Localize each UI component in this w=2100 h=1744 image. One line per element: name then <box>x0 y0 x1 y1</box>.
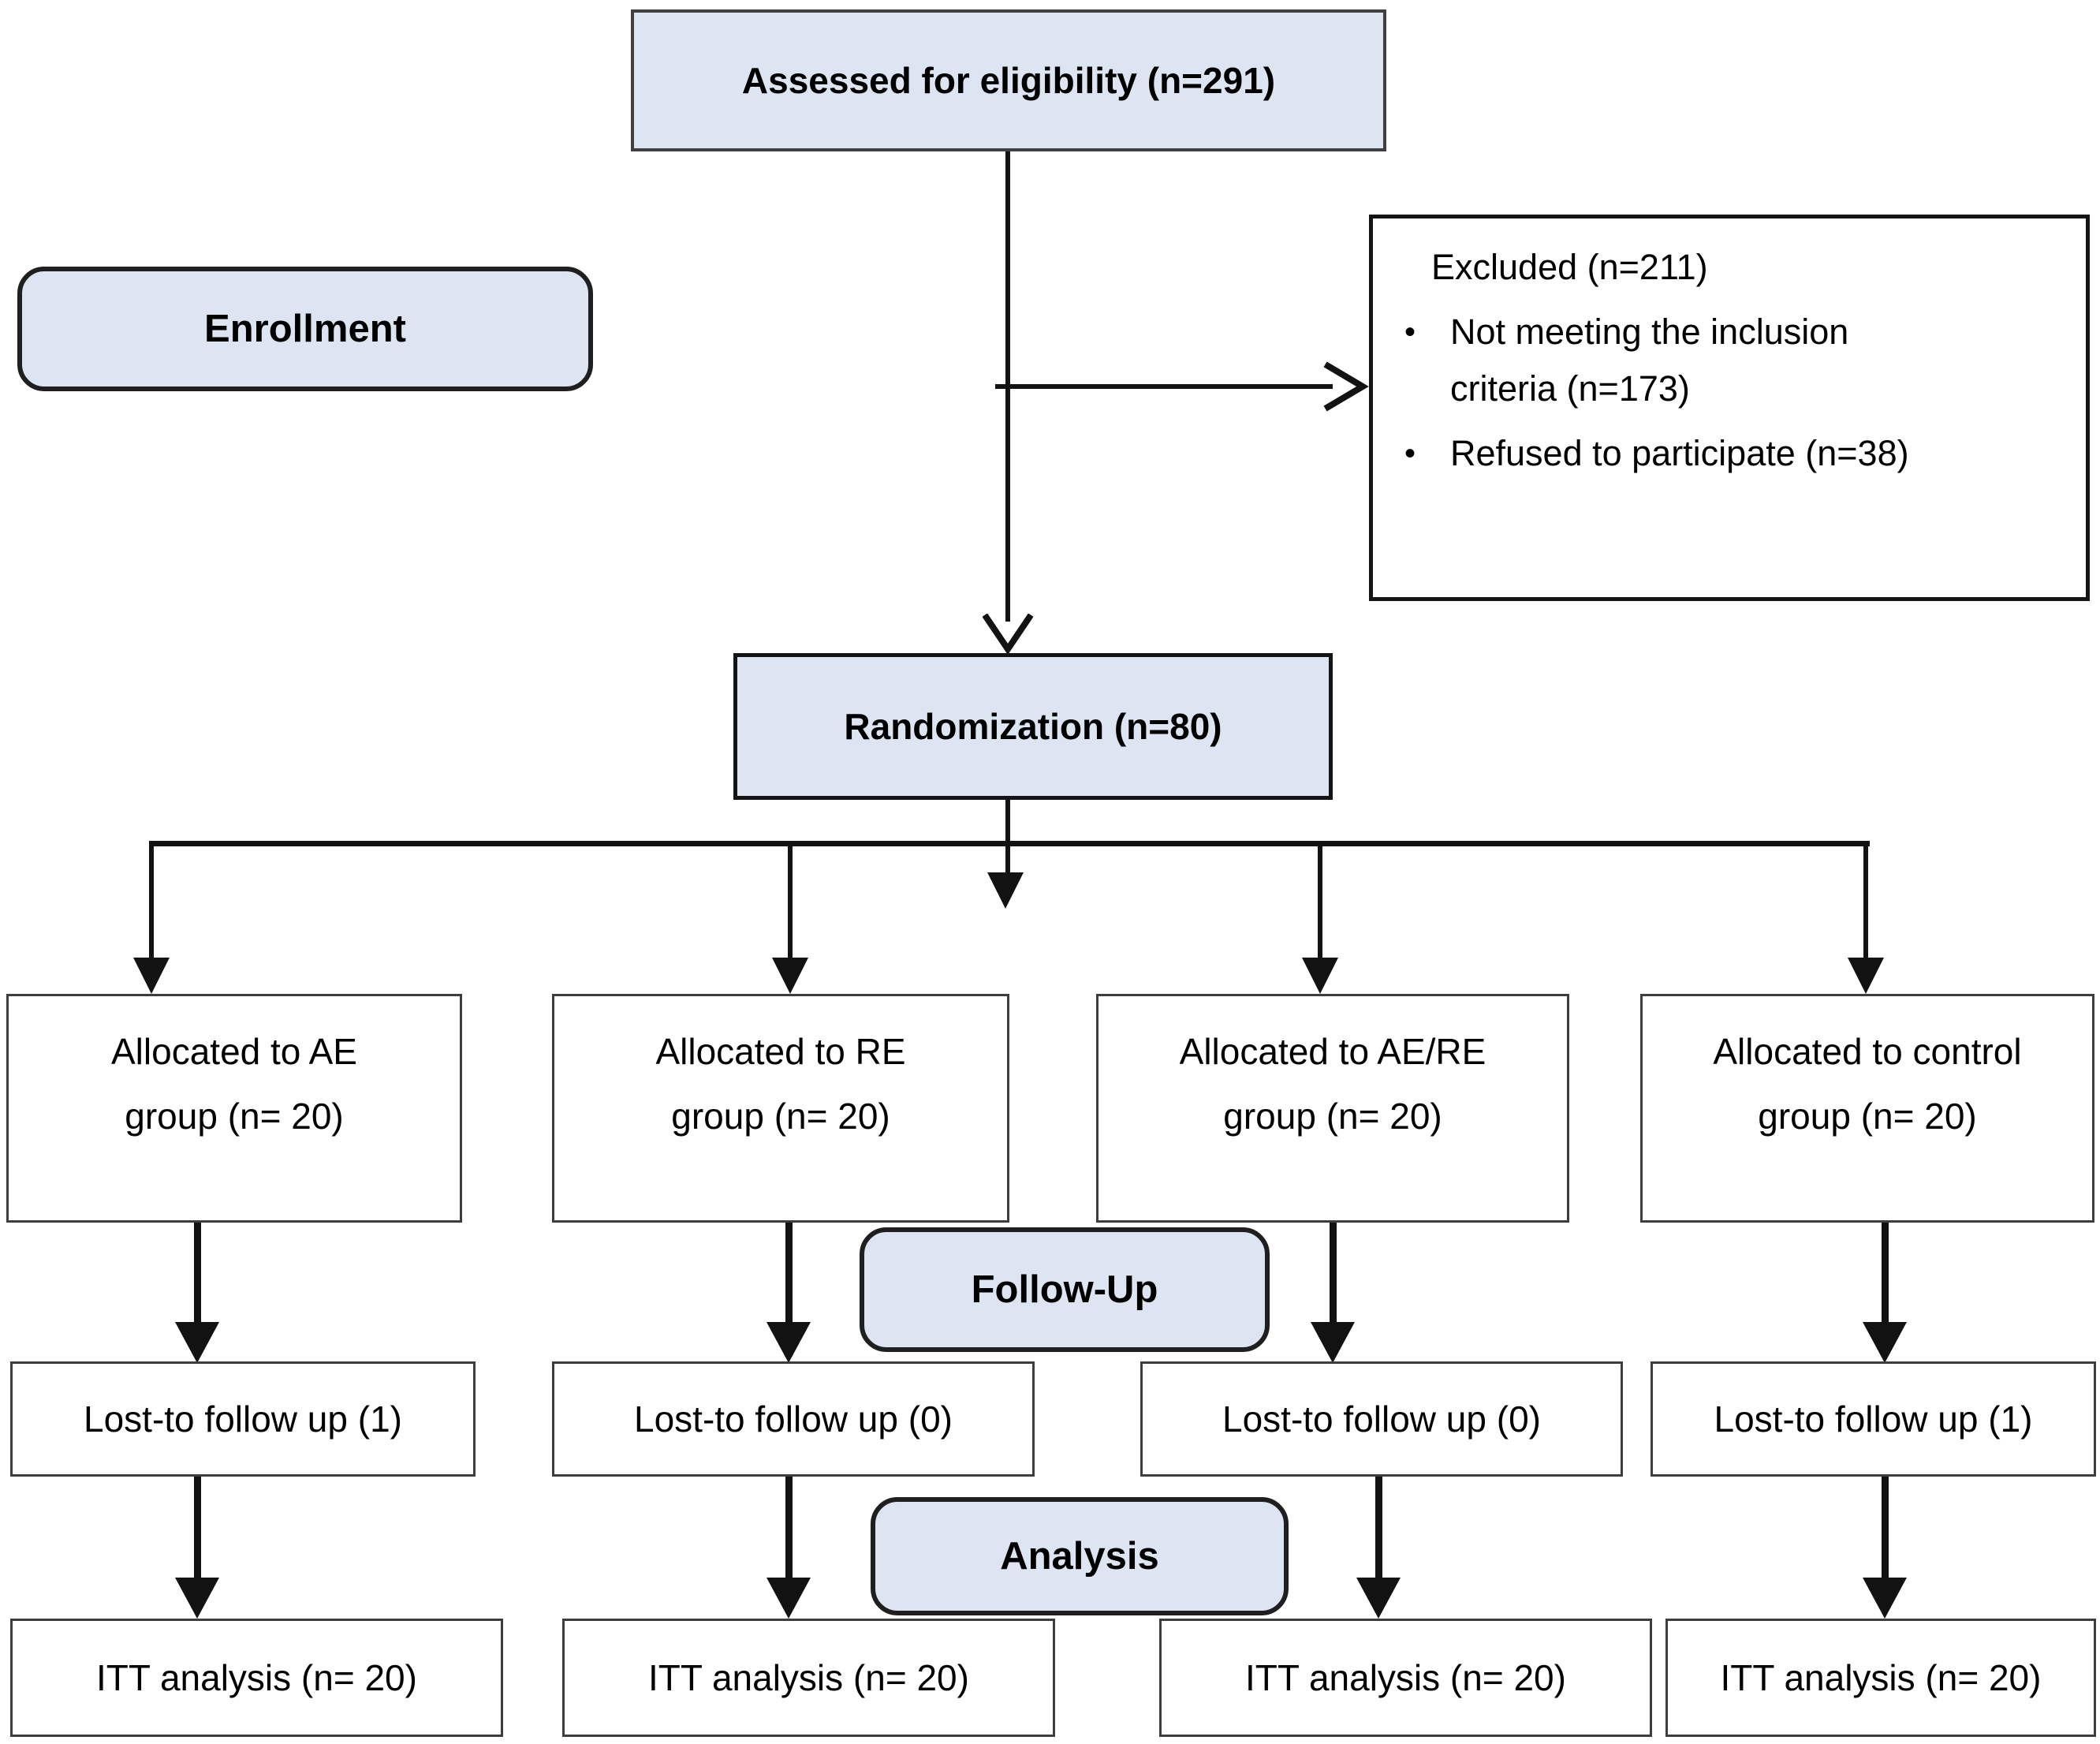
itt-analysis-label: ITT analysis (n= 20) <box>1720 1656 2042 1698</box>
arrowhead-down-itt-re-icon <box>767 1578 811 1619</box>
connector-re-to-lost <box>785 1223 793 1325</box>
arrowhead-down-itt-ae-icon <box>175 1578 219 1619</box>
branch-bar <box>149 841 1870 846</box>
excluded-bullet-list: Not meeting the inclusion criteria (n=17… <box>1404 304 1925 482</box>
connector-control-to-lost <box>1882 1223 1889 1325</box>
excluded-box: Excluded (n=211) Not meeting the inclusi… <box>1369 215 2090 601</box>
allocation-label-line2: group (n= 20) <box>1758 1095 1977 1137</box>
arrowhead-down-aere-icon <box>1302 958 1338 994</box>
enrollment-stage-label: Enrollment <box>204 307 406 350</box>
itt-analysis-box-re: ITT analysis (n= 20) <box>562 1619 1055 1737</box>
assessed-eligibility-box: Assessed for eligibility (n=291) <box>631 9 1386 151</box>
connector-aere-to-lost <box>1330 1223 1337 1325</box>
lost-followup-box-aere: Lost-to follow up (0) <box>1140 1361 1623 1477</box>
lost-followup-box-control: Lost-to follow up (1) <box>1651 1361 2096 1477</box>
itt-analysis-label: ITT analysis (n= 20) <box>1245 1656 1566 1698</box>
connector-randomization-stub <box>1005 800 1010 874</box>
excluded-bullet-item: Refused to participate (n=38) <box>1404 425 1925 482</box>
assessed-eligibility-label: Assessed for eligibility (n=291) <box>741 59 1276 101</box>
arrowhead-down-itt-aere-icon <box>1356 1578 1401 1619</box>
excluded-bullet-item: Not meeting the inclusion criteria (n=17… <box>1404 304 1925 417</box>
allocation-box-aere: Allocated to AE/RE group (n= 20) <box>1096 994 1569 1223</box>
lost-followup-box-ae: Lost-to follow up (1) <box>10 1361 476 1477</box>
followup-stage-label: Follow-Up <box>971 1268 1158 1311</box>
arrowhead-down-lost-ae-icon <box>175 1322 219 1363</box>
connector-control-to-itt <box>1882 1477 1889 1581</box>
connector-ae-to-lost <box>194 1223 201 1325</box>
arrowhead-down-center-icon <box>987 872 1024 909</box>
allocation-box-re: Allocated to RE group (n= 20) <box>552 994 1009 1223</box>
lost-followup-label: Lost-to follow up (0) <box>634 1398 953 1440</box>
itt-analysis-label: ITT analysis (n= 20) <box>96 1656 417 1698</box>
randomization-box: Randomization (n=80) <box>733 653 1333 800</box>
followup-stage-box: Follow-Up <box>860 1227 1270 1352</box>
arrowhead-down-randomization-icon <box>983 614 1033 653</box>
allocation-label-line2: group (n= 20) <box>671 1095 890 1137</box>
lost-followup-label: Lost-to follow up (1) <box>84 1398 402 1440</box>
lost-followup-box-re: Lost-to follow up (0) <box>552 1361 1035 1477</box>
connector-re-to-itt <box>785 1477 793 1581</box>
enrollment-stage-box: Enrollment <box>17 267 593 391</box>
allocation-box-control: Allocated to control group (n= 20) <box>1640 994 2094 1223</box>
connector-branch-ae <box>149 841 154 959</box>
allocation-label-line1: Allocated to AE <box>111 1031 357 1072</box>
allocation-label-line1: Allocated to RE <box>655 1031 906 1072</box>
arrowhead-down-ae-icon <box>133 958 170 994</box>
itt-analysis-box-aere: ITT analysis (n= 20) <box>1159 1619 1652 1737</box>
randomization-label: Randomization (n=80) <box>844 705 1222 747</box>
connector-branch-aere <box>1318 841 1322 959</box>
itt-analysis-box-control: ITT analysis (n= 20) <box>1665 1619 2096 1737</box>
lost-followup-label: Lost-to follow up (0) <box>1222 1398 1541 1440</box>
excluded-bullet-text: Not meeting the inclusion criteria (n=17… <box>1450 312 1849 409</box>
excluded-title: Excluded (n=211) <box>1431 247 1708 287</box>
arrowhead-down-re-icon <box>772 958 808 994</box>
allocation-label-line1: Allocated to AE/RE <box>1179 1031 1486 1072</box>
connector-to-excluded <box>995 384 1333 389</box>
connector-aere-to-itt <box>1375 1477 1382 1581</box>
analysis-stage-box: Analysis <box>871 1497 1289 1615</box>
analysis-stage-label: Analysis <box>1000 1534 1159 1578</box>
arrowhead-down-lost-re-icon <box>767 1322 811 1363</box>
connector-branch-control <box>1863 841 1868 959</box>
lost-followup-label: Lost-to follow up (1) <box>1714 1398 2033 1440</box>
arrowhead-down-itt-control-icon <box>1863 1578 1907 1619</box>
itt-analysis-label: ITT analysis (n= 20) <box>648 1656 969 1698</box>
itt-analysis-box-ae: ITT analysis (n= 20) <box>10 1619 503 1737</box>
allocation-box-ae: Allocated to AE group (n= 20) <box>6 994 462 1223</box>
arrowhead-right-excluded-icon <box>1323 361 1369 412</box>
connector-branch-re <box>788 841 793 959</box>
allocation-label-line2: group (n= 20) <box>125 1095 344 1137</box>
allocation-label-line1: Allocated to control <box>1713 1031 2022 1072</box>
arrowhead-down-lost-aere-icon <box>1311 1322 1355 1363</box>
connector-ae-to-itt <box>194 1477 201 1581</box>
excluded-bullet-text: Refused to participate (n=38) <box>1450 433 1909 473</box>
arrowhead-down-control-icon <box>1848 958 1884 994</box>
arrowhead-down-lost-control-icon <box>1863 1322 1907 1363</box>
allocation-label-line2: group (n= 20) <box>1223 1095 1442 1137</box>
